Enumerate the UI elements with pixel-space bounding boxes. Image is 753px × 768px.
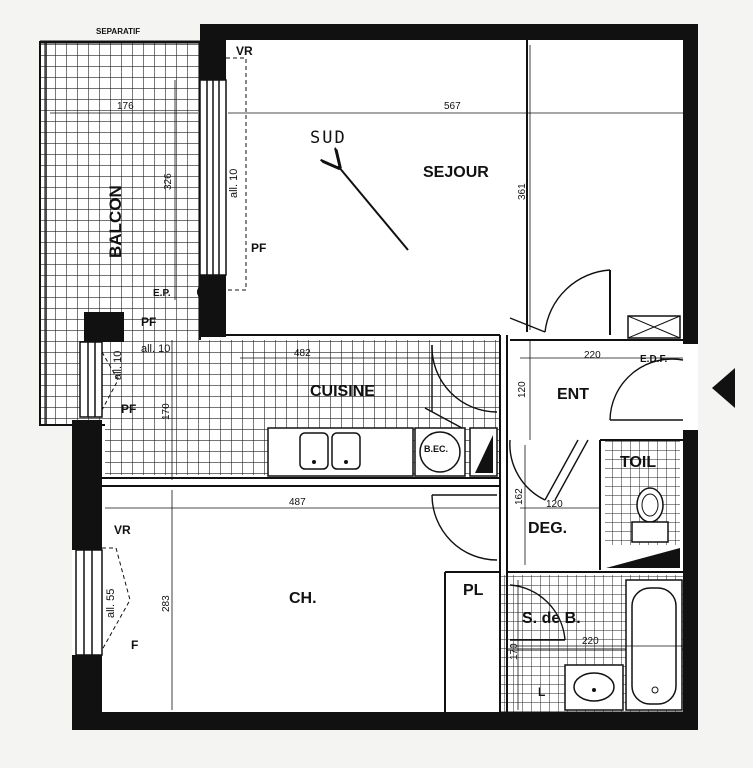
dim-sejour-width: 567 [444,101,461,112]
vr-chambre-label: VR [114,523,131,537]
vr-sejour-label: VR [236,44,253,58]
l-label: L [538,685,546,699]
all-sejour-label: all. 10 [228,168,240,198]
ep-label: E.P. [153,288,171,299]
dim-chambre-depth: 283 [161,595,172,612]
windows [75,79,227,656]
orientation-label: SUD [310,128,347,148]
appliance [469,427,498,477]
toilet [606,487,680,568]
dimension-lines [50,45,683,710]
dim-sejour-depth: 361 [517,183,528,200]
ep-marker [197,285,211,299]
structural-walls [72,24,698,730]
dim-entree-width: 220 [584,350,601,361]
dim-balcon-length: 326 [163,173,174,190]
sink-right-basin [331,432,361,470]
separatif-label: SEPARATIF [96,27,141,36]
room-label-entree: ENT [557,386,589,403]
entrance-arrow [712,368,735,408]
water-heater [414,407,466,477]
dim-degagement-depth: 162 [514,488,525,505]
dim-sdb-depth: 170 [509,643,520,660]
dim-cuisine-depth: 170 [161,403,172,420]
kitchen-counter [267,427,414,477]
room-label-chambre: CH. [289,590,317,607]
bec-label: B.EC. [424,444,449,454]
room-label-cuisine: CUISINE [310,383,375,400]
dim-chambre-width: 487 [289,497,306,508]
all-cuisine-side-label: all. 10 [112,350,124,380]
room-label-placard: PL [463,582,484,599]
dim-degagement-width: 120 [546,499,563,510]
washbasin [564,664,624,711]
room-label-balcon: BALCON [106,185,125,258]
all-chambre-label: all. 55 [105,588,117,618]
sink-left-basin [299,432,329,470]
edf-panel [627,315,681,339]
edf-label: E.D.F. [640,354,668,365]
dim-cuisine-width: 482 [294,348,311,359]
dim-entree-depth: 120 [517,381,528,398]
f-chambre-label: F [131,638,139,652]
dim-balcon-width: 176 [117,101,134,112]
pf-cuisine-label: PF [121,402,137,416]
room-label-sejour: SEJOUR [423,164,489,181]
room-label-toilette: TOIL [620,454,657,471]
dim-sdb-width: 220 [582,636,599,647]
pf-sejour-label: PF [251,241,267,255]
room-label-sdb: S. de B. [522,610,581,627]
partition-walls [100,40,683,715]
orientation-arrow [338,166,409,251]
bathtub [625,579,683,711]
all-cuisine-label: all. 10 [141,343,171,355]
pf-balcon-label: PF [141,315,157,329]
window-swings [101,57,247,651]
room-label-degagement: DEG. [528,520,568,537]
